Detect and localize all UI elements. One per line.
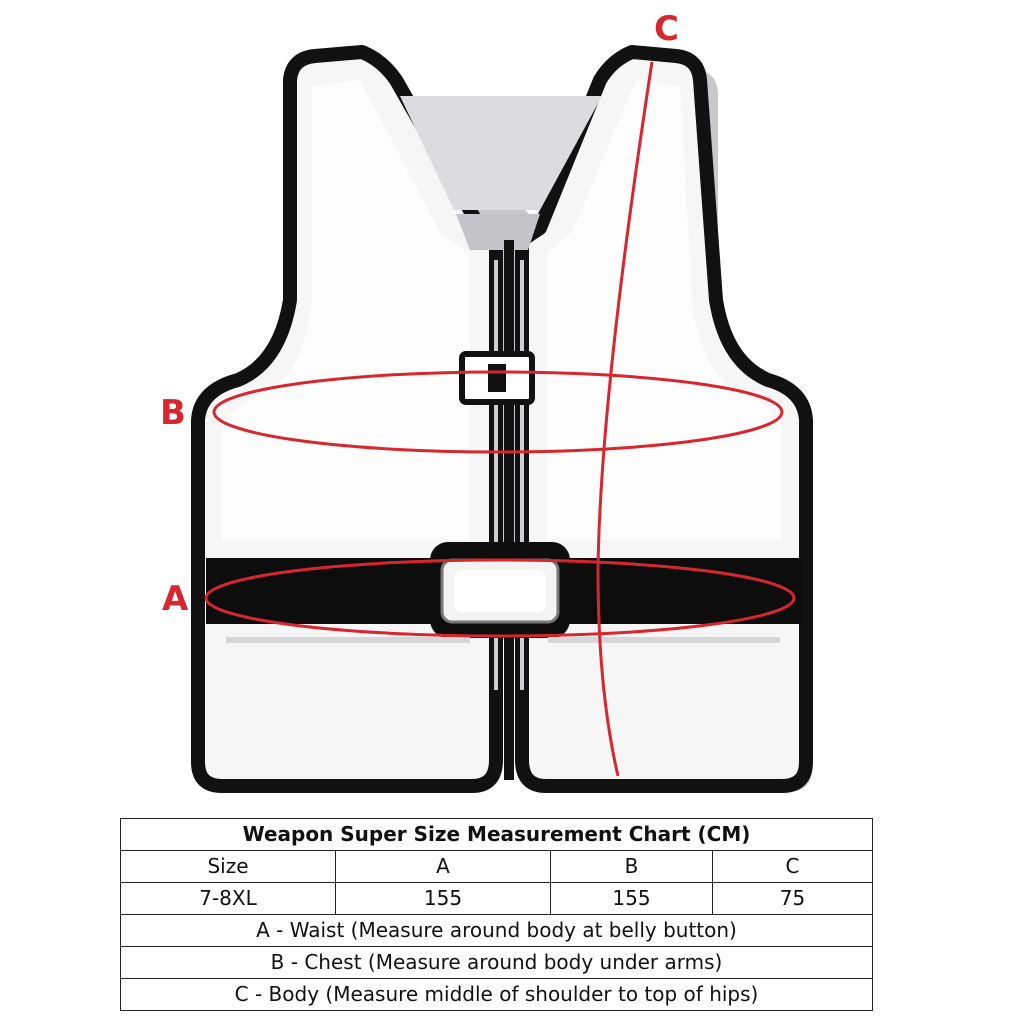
marker-b-label: B [160, 393, 186, 433]
measure-c-body-line [596, 61, 654, 777]
note-b-chest: B - Chest (Measure around body under arm… [120, 946, 873, 979]
vest-illustration [191, 45, 813, 793]
chest-strap [459, 351, 535, 405]
note-row-c: C - Body (Measure middle of shoulder to … [120, 978, 873, 1011]
table-title-row: Weapon Super Size Measurement Chart (CM) [120, 818, 873, 851]
vest-collar-inner [400, 96, 602, 250]
note-row-b: B - Chest (Measure around body under arm… [120, 946, 873, 979]
header-a: A [335, 850, 551, 883]
cell-b: 155 [550, 882, 713, 915]
cell-c: 75 [712, 882, 873, 915]
note-c-body: C - Body (Measure middle of shoulder to … [120, 978, 873, 1011]
cell-size: 7-8XL [120, 882, 336, 915]
marker-c-label: C [654, 9, 679, 49]
cell-a: 155 [335, 882, 551, 915]
measure-b-chest-ellipse [212, 370, 784, 454]
table-title: Weapon Super Size Measurement Chart (CM) [120, 818, 873, 851]
header-c: C [712, 850, 873, 883]
table-row: 7-8XL 155 155 75 [120, 882, 873, 915]
note-a-waist: A - Waist (Measure around body at belly … [120, 914, 873, 947]
note-row-a: A - Waist (Measure around body at belly … [120, 914, 873, 947]
marker-a-label: A [162, 579, 189, 619]
measure-a-waist-ellipse [204, 558, 796, 638]
header-b: B [550, 850, 713, 883]
table-header-row: Size A B C [120, 850, 873, 883]
header-size: Size [120, 850, 336, 883]
size-measurement-table: Weapon Super Size Measurement Chart (CM)… [120, 818, 873, 1011]
